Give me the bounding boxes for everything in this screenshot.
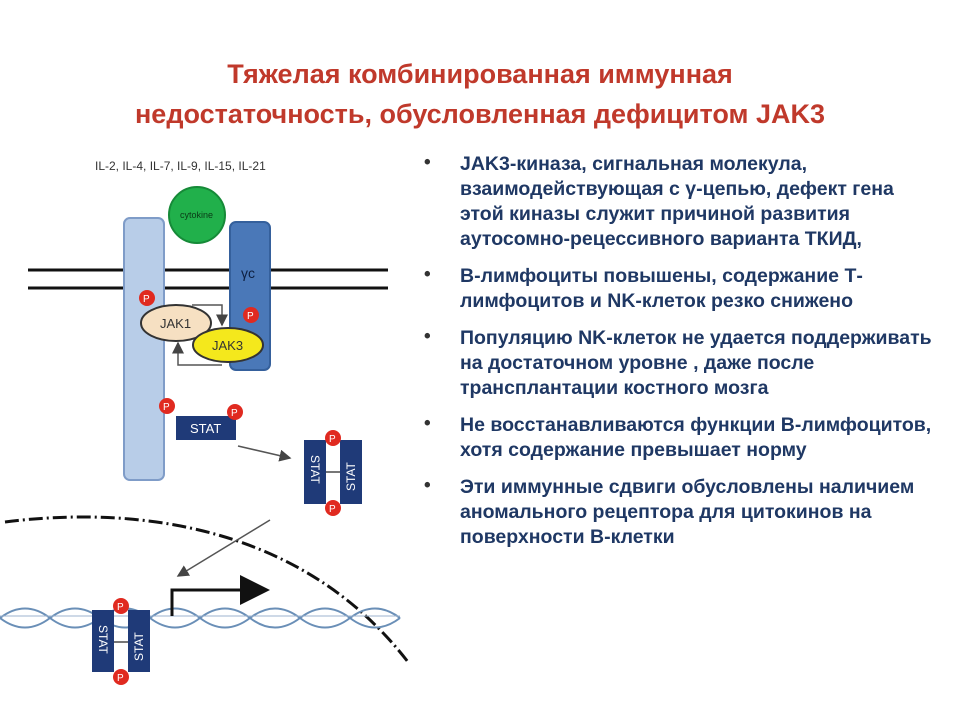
slide-title: Тяжелая комбинированная иммунная недоста… (0, 54, 960, 134)
stat-nuclear-left-label: STAT (96, 625, 110, 655)
transcription-arrow (170, 575, 270, 616)
jak3-label: JAK3 (212, 338, 243, 353)
gamma-chain-label: γc (241, 265, 255, 281)
bullet-list: • JAK3-киназа, сигнальная молекула, взаим… (424, 152, 934, 562)
jak3-node (192, 327, 264, 363)
stat-nuclear-right (128, 610, 150, 672)
jak1-label: JAK1 (160, 316, 191, 331)
bullet-dot: • (424, 152, 431, 173)
bullet-dot: • (424, 326, 431, 347)
phospho-mark: P (159, 398, 175, 414)
bullet-item: • Эти иммунные сдвиги обусловлены наличие… (424, 475, 934, 550)
bullet-text: В-лимфоциты повышены, содержание Т-лимфо… (460, 265, 863, 312)
bullet-dot: • (424, 413, 431, 434)
bullet-dot: • (424, 264, 431, 285)
svg-text:P: P (231, 408, 238, 419)
bullet-text: Популяцию NK-клеток не удается поддержив… (460, 327, 932, 399)
svg-text:P: P (117, 602, 124, 613)
nuclear-translocation-arrow (176, 519, 271, 577)
svg-text:P: P (143, 294, 150, 305)
stat-docked-label: STAT (190, 421, 221, 436)
phospho-mark: P (243, 307, 259, 323)
svg-text:P: P (247, 311, 254, 322)
bullet-text: JAK3-киназа, сигнальная молекула, взаимо… (460, 153, 894, 250)
receptor-chain (123, 217, 165, 481)
svg-text:P: P (329, 504, 336, 515)
phospho-mark: P (113, 669, 129, 685)
cytokine-label: cytokine (180, 210, 213, 220)
stat-dimer-right-label: STAT (344, 461, 358, 491)
bullet-text: Эти иммунные сдвиги обусловлены наличием… (460, 476, 915, 548)
bullet-item: • Популяцию NK-клеток не удается поддержи… (424, 326, 934, 401)
bullet-item: • Не восстанавливаются функции В-лимфоцит… (424, 413, 934, 463)
bullet-dot: • (424, 475, 431, 496)
jak-stat-diagram: IL-2, IL-4, IL-7, IL-9, IL-15, IL-21 γc … (0, 159, 410, 685)
cytokine-list-label: IL-2, IL-4, IL-7, IL-9, IL-15, IL-21 (95, 159, 266, 173)
title-line-1: Тяжелая комбинированная иммунная (227, 59, 733, 89)
stat-nuclear-left (92, 610, 114, 672)
phospho-mark: P (325, 500, 341, 516)
phospho-mark: P (113, 598, 129, 614)
svg-text:P: P (163, 402, 170, 413)
title-line-2: недостаточность, обусловленная дефицитом… (135, 99, 825, 129)
cytokine-ball (168, 186, 226, 244)
stat-nuclear-right-label: STAT (132, 631, 146, 661)
stat-docked (176, 416, 236, 440)
phospho-mark: P (227, 404, 243, 420)
bullet-item: • В-лимфоциты повышены, содержание Т-лимф… (424, 264, 934, 314)
svg-text:P: P (117, 673, 124, 684)
stat-dimer-left (304, 440, 326, 504)
phospho-mark: P (325, 430, 341, 446)
jak1-node (140, 304, 212, 342)
svg-text:P: P (329, 434, 336, 445)
phospho-mark: P (139, 290, 155, 306)
dna-strand-2 (0, 607, 401, 629)
stat-dimer-left-label: STAT (308, 455, 322, 485)
jak3-to-jak1-arrow (172, 341, 222, 366)
jak1-to-jak3-arrow (192, 304, 228, 327)
bullet-item: • JAK3-киназа, сигнальная молекула, взаим… (424, 152, 934, 252)
bullet-text: Не восстанавливаются функции В-лимфоцито… (460, 414, 932, 461)
stat-dimer-right (340, 440, 362, 504)
activation-arrow (237, 445, 292, 462)
